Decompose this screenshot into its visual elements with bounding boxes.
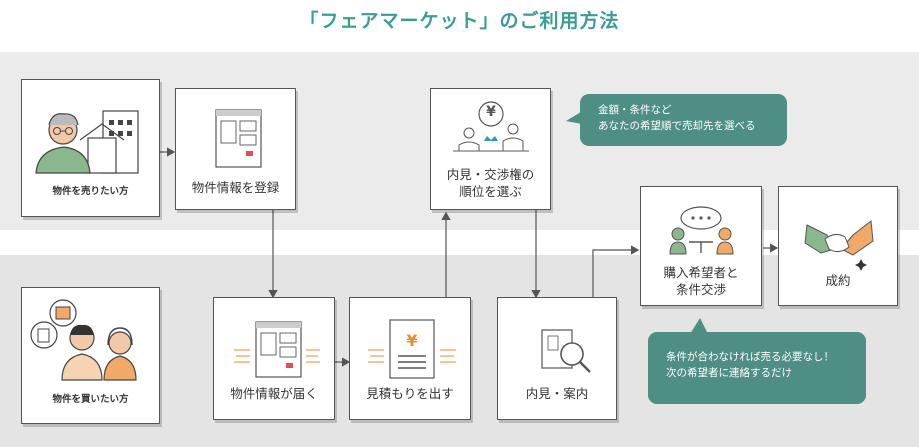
step-2-card: 物件情報が届く xyxy=(213,297,335,420)
arrow-5-to-6 xyxy=(592,245,640,297)
step-4-card: ¥ 内見・交渉権の 順位を選ぶ xyxy=(430,88,551,210)
seller-label: 物件を売りたい方 xyxy=(52,186,129,197)
step-5-label: 内見・案内 xyxy=(525,386,589,401)
chat-people-icon xyxy=(669,206,734,255)
buyer-label: 物件を買いたい方 xyxy=(52,394,129,405)
step-4-label-line1: 内見・交渉権の xyxy=(446,167,535,182)
step-6-label-line2: 条件交渉 xyxy=(675,281,726,297)
seller-card: 物件を売りたい方 xyxy=(21,79,160,217)
yen-crown-icon xyxy=(453,101,529,152)
step-7-label: 成約 xyxy=(825,273,851,288)
bubble-top-line2: あなたの希望順で売却先を選べる xyxy=(598,119,756,132)
step-5-card: 内見・案内 xyxy=(497,297,617,420)
bubble-bottom: 条件が合わなければ売る必要なし！ 次の希望者に連絡するだけ xyxy=(648,332,866,404)
step-7-card: 成約 xyxy=(778,186,898,306)
buyer-card: 物件を買いたい方 xyxy=(21,287,160,424)
step-6-label: 購入希望者と 条件交渉 xyxy=(641,265,761,299)
yen-symbol-4: ¥ xyxy=(486,104,496,120)
bubble-top-line1: 金額・条件など xyxy=(598,104,672,116)
form-icon xyxy=(215,109,262,168)
form-icon-received xyxy=(234,321,320,378)
page-title: 「フェアマーケット」のご利用方法 xyxy=(299,10,620,32)
magnifier-icon xyxy=(541,329,591,373)
bubble-bottom-line2: 次の希望者に連絡するだけ xyxy=(666,366,792,379)
yen-symbol-3: ¥ xyxy=(406,331,418,350)
step-4-label: 内見・交渉権の 順位を選ぶ xyxy=(431,167,550,201)
person-house-icon xyxy=(35,110,139,174)
bubble-top: 金額・条件など あなたの希望順で売却先を選べる xyxy=(580,94,787,146)
handshake-icon xyxy=(804,220,874,271)
step-4-label-line2: 順位を選ぶ xyxy=(459,183,522,199)
step-6-card: 購入希望者と 条件交渉 xyxy=(640,186,762,306)
quote-doc-icon xyxy=(368,319,456,379)
step-1-label: 物件情報を登録 xyxy=(191,180,280,195)
bubble-bottom-line1: 条件が合わなければ売る必要なし！ xyxy=(666,351,834,363)
step-6-label-line1: 購入希望者と xyxy=(663,265,739,280)
step-3-label: 見積もりを出す xyxy=(366,386,454,401)
couple-icon xyxy=(30,299,137,381)
step-2-label: 物件情報が届く xyxy=(230,386,318,401)
step-1-card: 物件情報を登録 xyxy=(175,88,296,210)
step-3-card: ¥ 見積もりを出す xyxy=(349,297,471,420)
